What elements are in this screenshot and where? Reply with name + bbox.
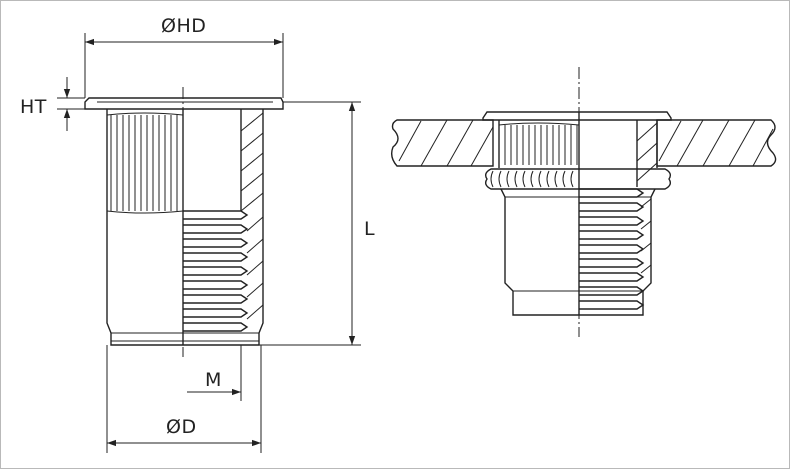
- plate-hatch-right: [658, 119, 774, 167]
- installed-hatch: [636, 122, 658, 274]
- plate-hatch-left: [398, 119, 494, 167]
- body-diameter-label: ØD: [166, 416, 197, 438]
- internal-thread: [183, 210, 249, 332]
- dimension-body-diameter: ØD: [106, 345, 262, 453]
- dimension-thread: M: [187, 345, 242, 401]
- section-hatch: [240, 109, 264, 320]
- head-diameter-label: ØHD: [161, 15, 206, 37]
- head-thickness-label: HT: [20, 96, 47, 118]
- installed-knurl: [498, 122, 580, 165]
- dimension-length: L: [259, 101, 375, 346]
- dimension-head-thickness: HT: [20, 77, 85, 131]
- upset-bulge: [484, 168, 672, 190]
- right-view-installed: [390, 67, 777, 337]
- dimension-head-diameter: ØHD: [84, 15, 284, 98]
- left-view-rivet-nut: [84, 87, 284, 357]
- length-label: L: [364, 218, 375, 240]
- knurl-ribs: [106, 112, 184, 214]
- thread-label: M: [205, 369, 222, 391]
